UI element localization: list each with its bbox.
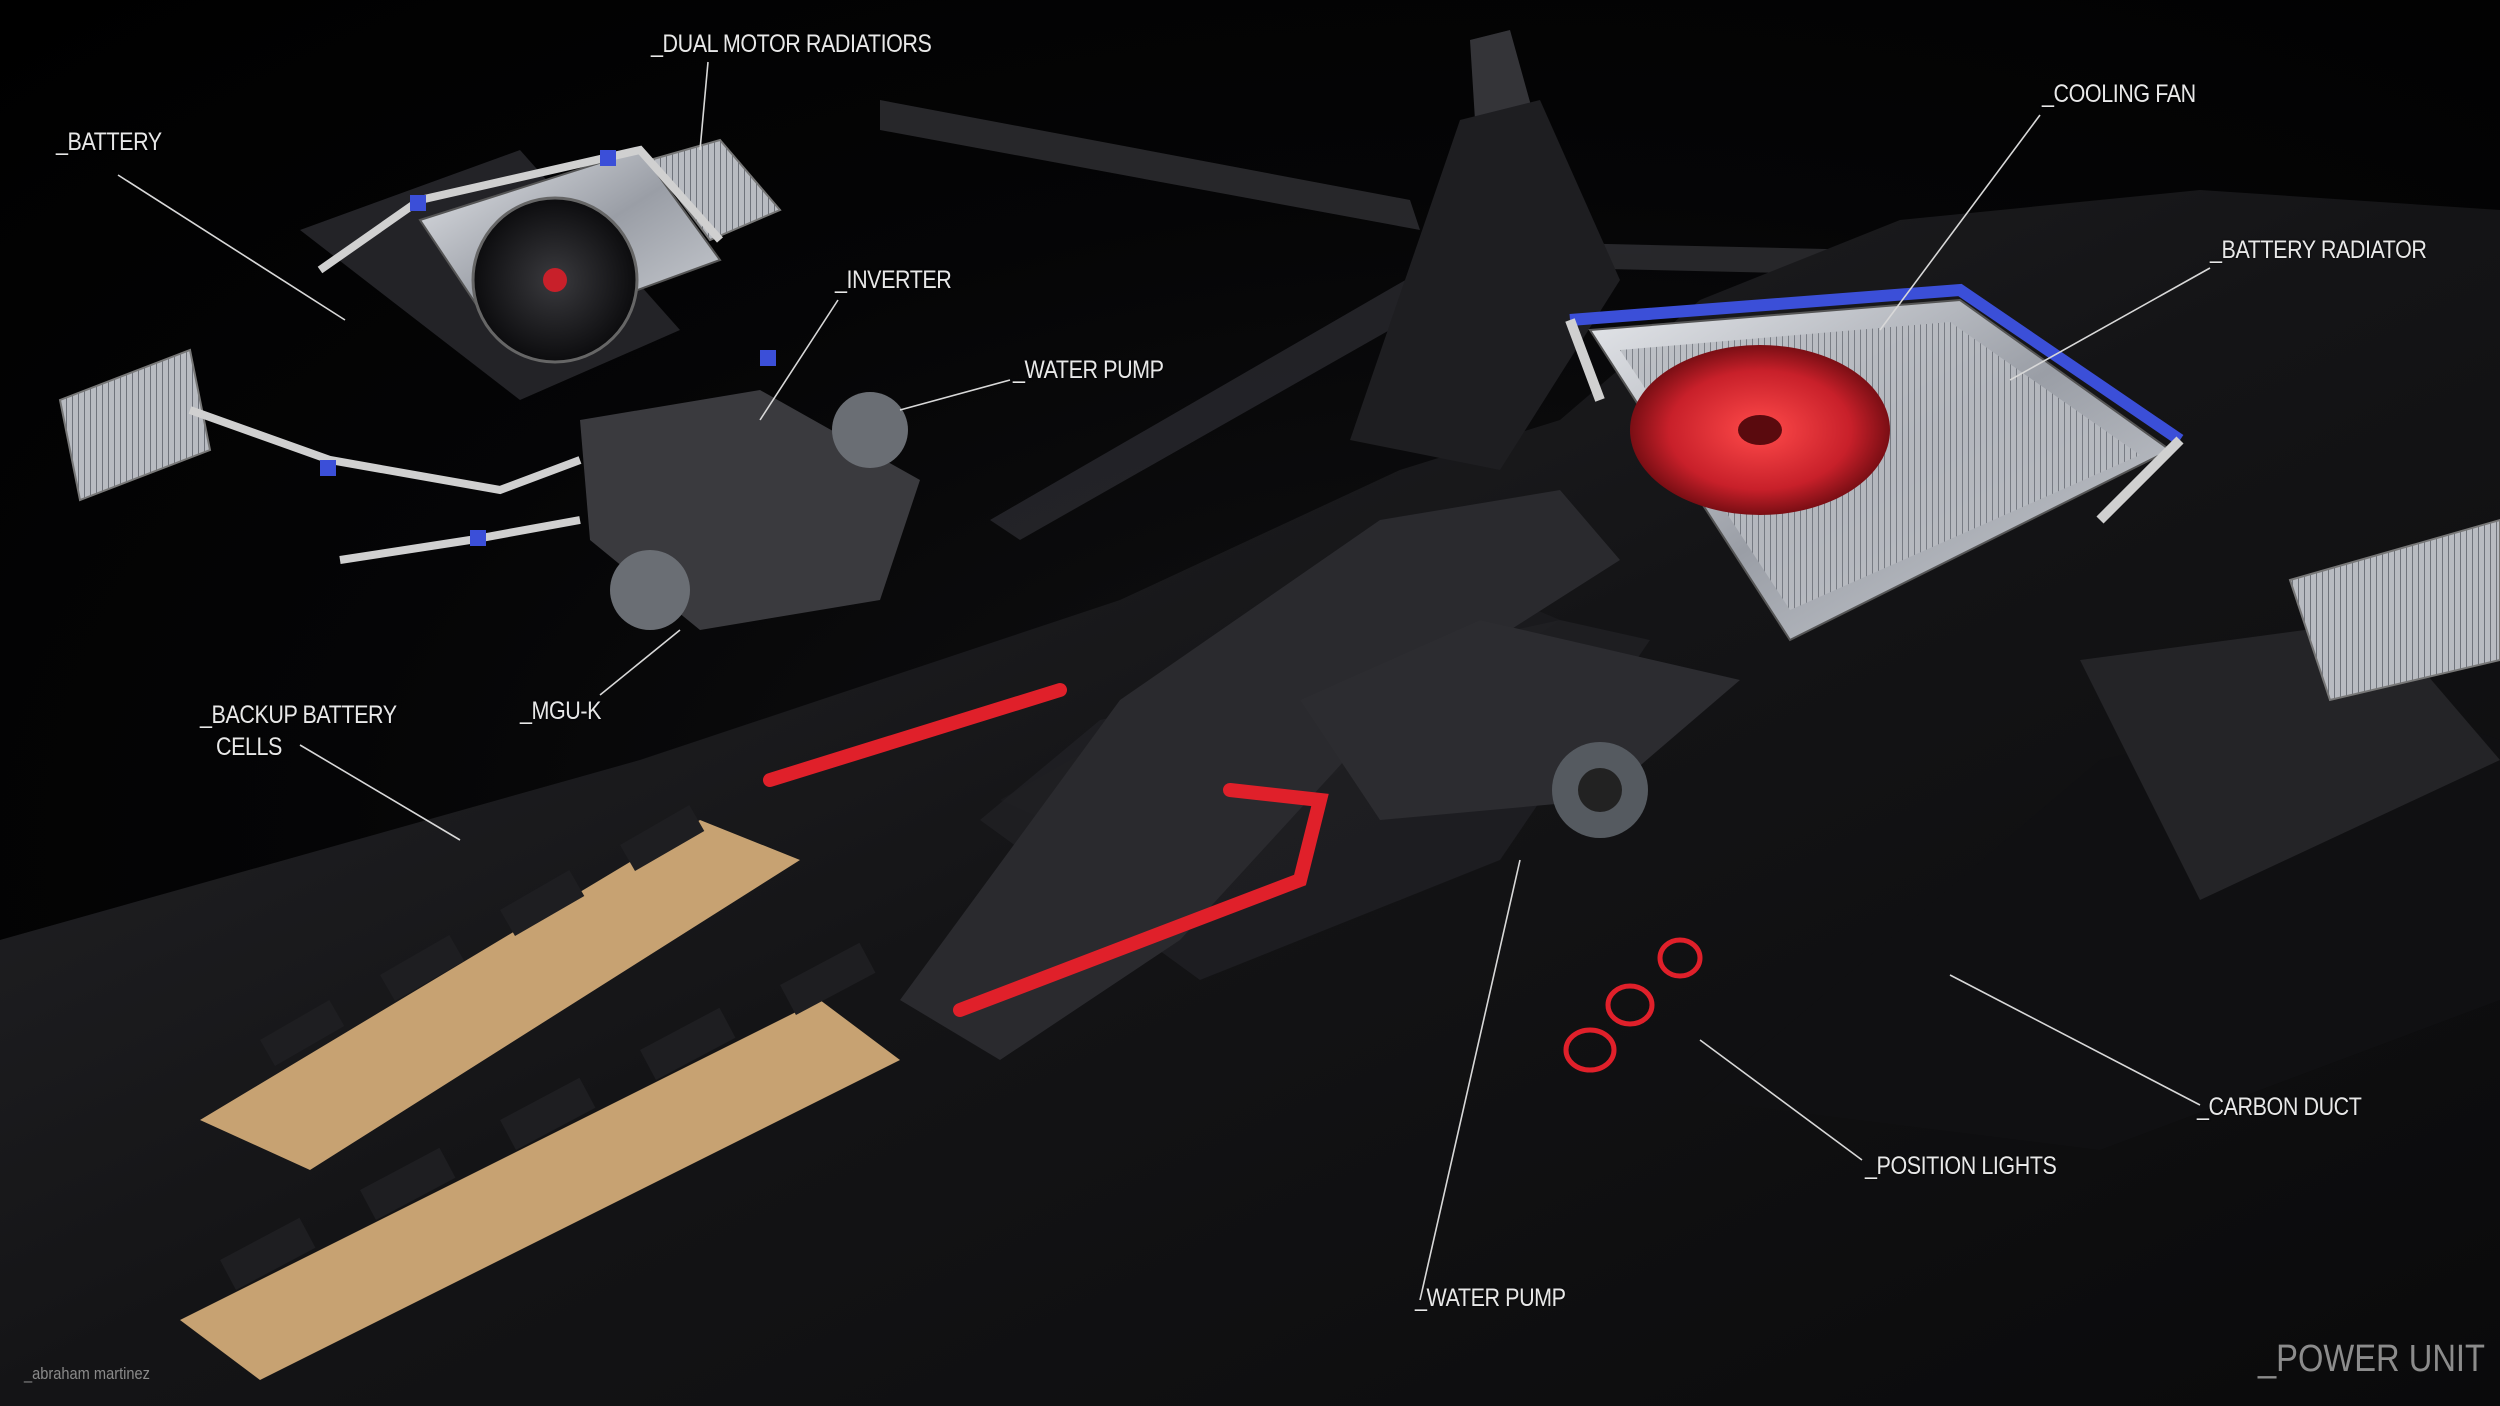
mgu-k-body <box>610 550 690 630</box>
battery-radiator-assembly <box>1300 283 2184 838</box>
small-water-pump <box>832 392 908 468</box>
motor-radiator-left <box>58 348 212 502</box>
label-backup-battery-line1: _BACKUP BATTERY <box>200 701 397 729</box>
label-water-pump-top: _WATER PUMP <box>1013 356 1164 384</box>
label-battery: _BATTERY <box>56 128 162 156</box>
label-mgu-k: _MGU-K <box>520 697 602 725</box>
label-cooling-fan: _COOLING FAN <box>2042 80 2196 108</box>
power-unit-caption: _POWER UNIT <box>2258 1338 2485 1380</box>
label-dual-motor-radiators: _DUAL MOTOR RADIATIORS <box>651 30 932 58</box>
label-position-lights: _POSITION LIGHTS <box>1865 1152 2057 1180</box>
label-battery-radiator: _BATTERY RADIATOR <box>2210 236 2427 264</box>
backup-battery-cells <box>180 805 900 1380</box>
label-backup-battery-line2: CELLS <box>216 733 282 761</box>
label-inverter: _INVERTER <box>835 266 952 294</box>
right-radiator <box>2288 518 2500 702</box>
artist-credit: _abraham martinez <box>24 1364 150 1383</box>
exploded-power-unit <box>58 138 920 630</box>
red-cables <box>763 683 1329 1017</box>
leader-lines <box>117 61 2211 1301</box>
label-water-pump-bottom: _WATER PUMP <box>1415 1284 1566 1312</box>
label-carbon-duct: _CARBON DUCT <box>2197 1093 2362 1121</box>
position-lights <box>1563 937 1703 1073</box>
motor-radiator-right <box>648 138 782 242</box>
